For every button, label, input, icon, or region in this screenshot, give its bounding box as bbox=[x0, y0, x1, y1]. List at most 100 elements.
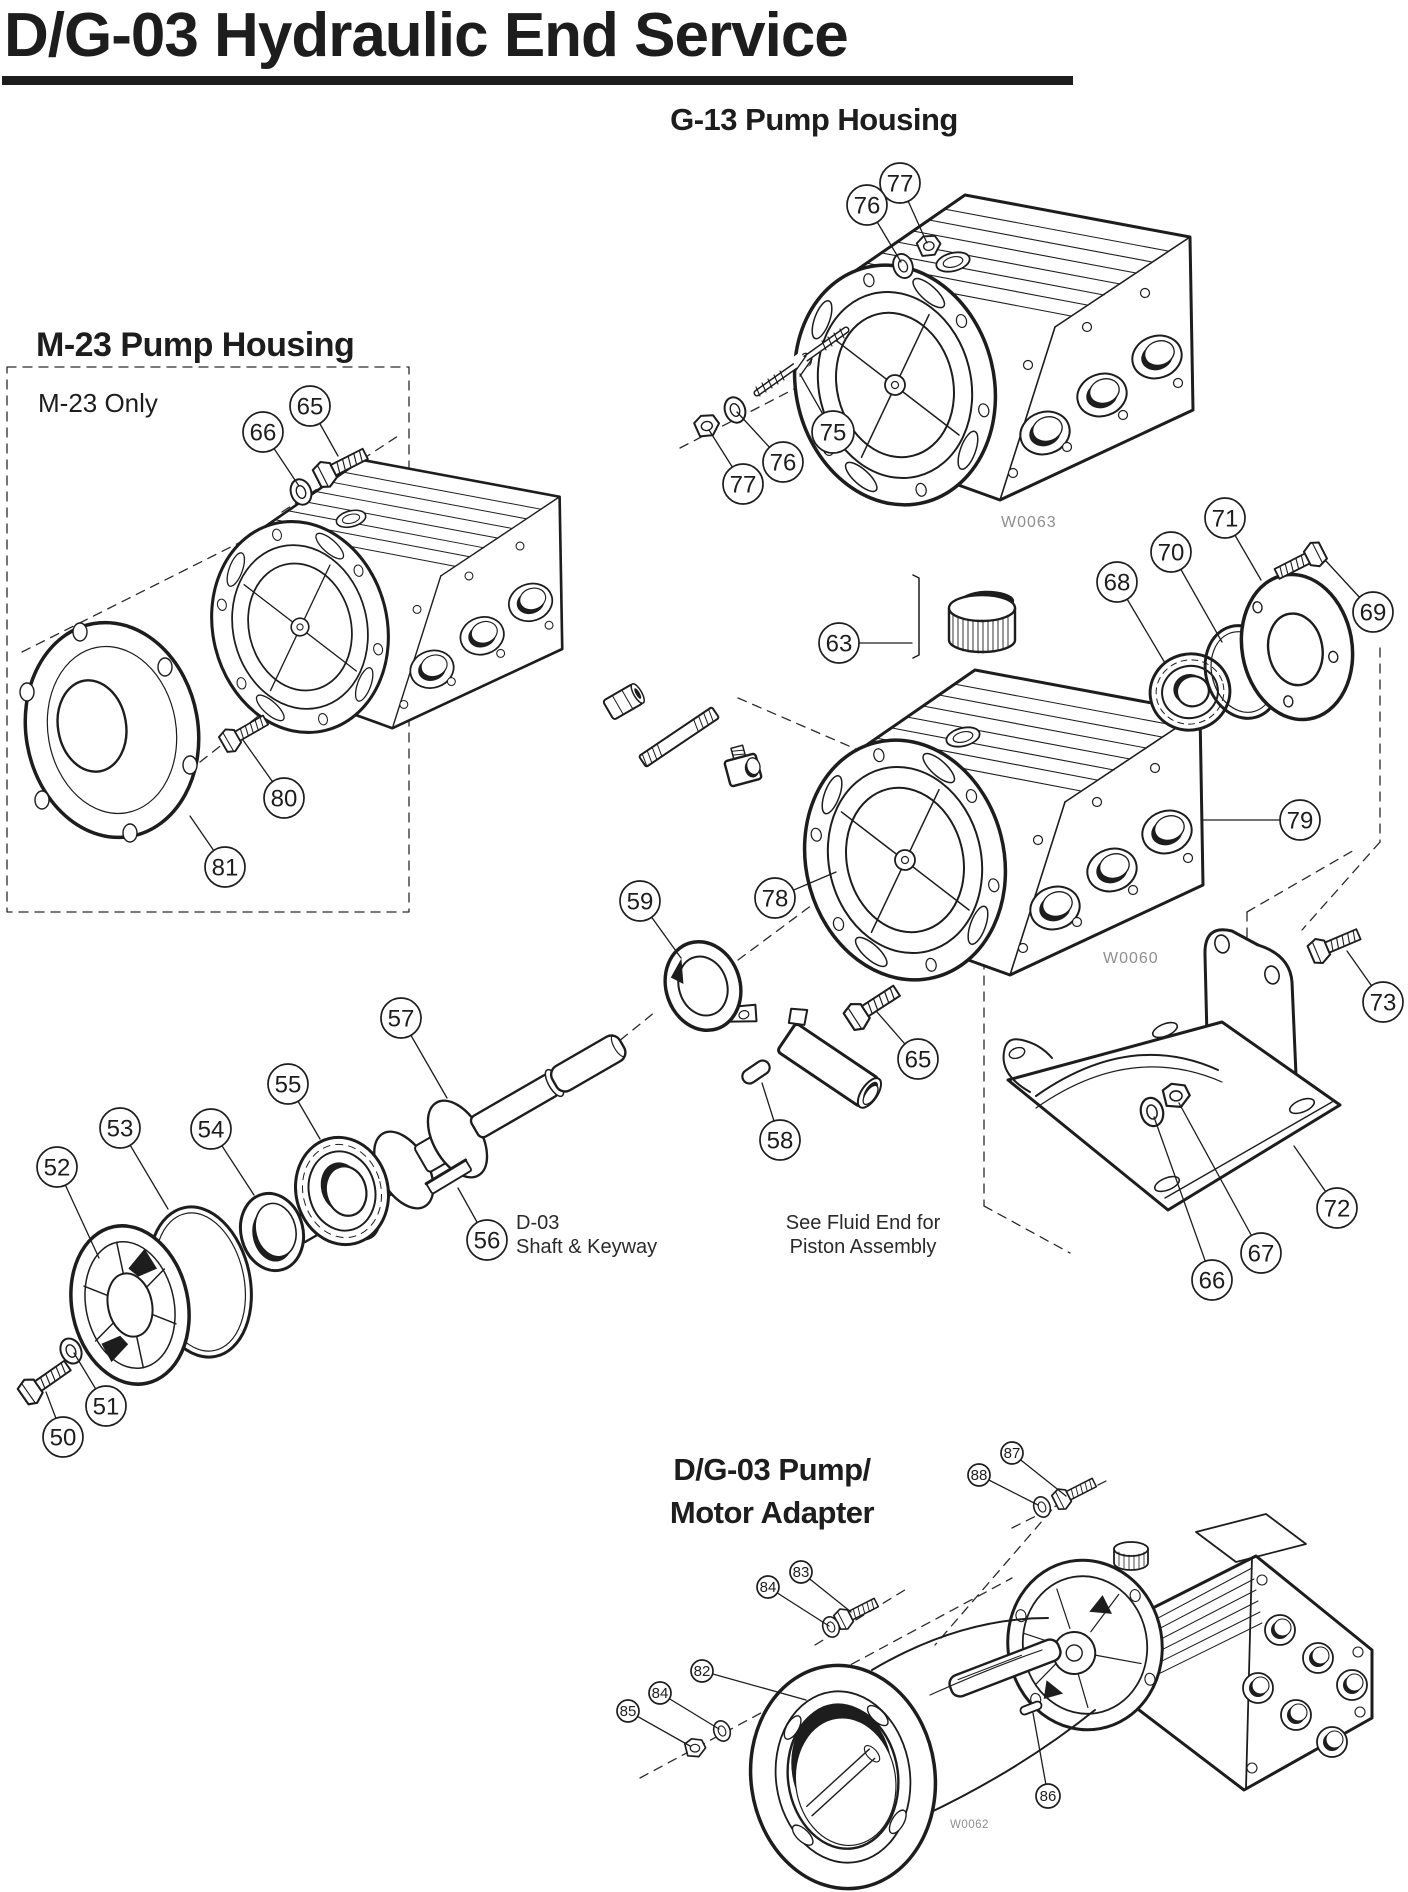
callout-85: 85 bbox=[616, 1699, 640, 1723]
callout-55: 55 bbox=[267, 1063, 309, 1105]
g13-section-heading: G-13 Pump Housing bbox=[670, 102, 958, 137]
callout-number-85: 85 bbox=[620, 1703, 637, 1720]
callout-number-52: 52 bbox=[44, 1155, 71, 1182]
callout-number-53: 53 bbox=[107, 1116, 134, 1143]
callout-58: 58 bbox=[759, 1119, 801, 1161]
callout-84: 84 bbox=[648, 1681, 672, 1705]
bolt-87 bbox=[1049, 1472, 1100, 1513]
callout-75: 75 bbox=[811, 410, 855, 454]
callout-number-84: 84 bbox=[760, 1579, 777, 1596]
bolt-50 bbox=[14, 1353, 77, 1409]
callout-layer: 7776757677636870716978796573726766595758… bbox=[36, 162, 1404, 1809]
bearing-drawing-68 bbox=[1148, 652, 1232, 732]
callout-76: 76 bbox=[762, 441, 804, 483]
bearing-drawing-55 bbox=[293, 1135, 391, 1247]
g13-pump-housing-drawing bbox=[767, 193, 1195, 529]
callout-number-70: 70 bbox=[1158, 540, 1185, 567]
callout-number-63: 63 bbox=[826, 631, 853, 658]
callout-leader-85 bbox=[627, 1710, 691, 1747]
fitting-fasteners-60-62 bbox=[602, 683, 763, 788]
bolt-65-g03 bbox=[840, 978, 906, 1035]
callout-87: 87 bbox=[1000, 1441, 1024, 1465]
callout-81: 81 bbox=[204, 846, 246, 888]
fluid-end-note-line1: See Fluid End for bbox=[785, 1212, 941, 1234]
shaft-keyway-label-line1: D-03 bbox=[516, 1212, 560, 1234]
callout-number-72: 72 bbox=[1324, 1196, 1351, 1223]
callout-66: 66 bbox=[242, 411, 284, 453]
callout-57: 57 bbox=[380, 997, 422, 1039]
callout-80: 80 bbox=[263, 777, 305, 819]
callout-number-66: 66 bbox=[1199, 1268, 1226, 1295]
fluid-end-note-line2: Piston Assembly bbox=[789, 1236, 937, 1258]
callout-leader-86 bbox=[1032, 1712, 1049, 1797]
figure-code-w0063: W0063 bbox=[1001, 514, 1057, 531]
callout-73: 73 bbox=[1362, 981, 1404, 1023]
callout-66: 66 bbox=[1191, 1259, 1233, 1301]
m23-adapter-flange-drawing bbox=[19, 620, 201, 843]
callout-number-65: 65 bbox=[905, 1047, 932, 1074]
callout-number-58: 58 bbox=[767, 1128, 794, 1155]
callout-leader-66 bbox=[1153, 1116, 1213, 1281]
bolt-80 bbox=[216, 708, 273, 756]
callout-59: 59 bbox=[619, 880, 661, 922]
piston-pin-drawing-58 bbox=[741, 1059, 771, 1085]
callout-number-51: 51 bbox=[93, 1394, 120, 1421]
callout-67: 67 bbox=[1240, 1232, 1282, 1274]
g13-fasteners bbox=[692, 232, 944, 439]
nipple-62 bbox=[723, 744, 763, 788]
washer-84-bottom bbox=[710, 1717, 734, 1745]
callout-number-65: 65 bbox=[297, 394, 324, 421]
callout-53: 53 bbox=[99, 1107, 141, 1149]
callout-number-54: 54 bbox=[198, 1117, 225, 1144]
callout-51: 51 bbox=[85, 1385, 127, 1427]
m23-only-note: M-23 Only bbox=[38, 388, 158, 418]
callout-number-82: 82 bbox=[694, 1663, 711, 1680]
callout-76: 76 bbox=[846, 184, 888, 226]
page-title: D/G-03 Hydraulic End Service bbox=[4, 1, 849, 70]
callout-63: 63 bbox=[818, 622, 860, 664]
callout-72: 72 bbox=[1316, 1187, 1358, 1229]
callout-69: 69 bbox=[1352, 591, 1394, 633]
bell-housing-drawing-82 bbox=[748, 1617, 1096, 1891]
nut-77-left bbox=[692, 412, 722, 439]
oil-fill-cap-drawing bbox=[912, 574, 1017, 695]
seal-drawing-54 bbox=[238, 1191, 306, 1273]
callout-number-88: 88 bbox=[971, 1467, 988, 1484]
callout-54: 54 bbox=[190, 1108, 232, 1150]
piston-sleeve-drawing bbox=[777, 1007, 883, 1109]
shaft-keyway-label-line2: Shaft & Keyway bbox=[516, 1236, 658, 1258]
callout-78: 78 bbox=[754, 877, 796, 919]
callout-71: 71 bbox=[1204, 497, 1246, 539]
callout-number-75: 75 bbox=[820, 420, 847, 447]
title-rule bbox=[2, 76, 1073, 85]
callout-65: 65 bbox=[897, 1038, 939, 1080]
callout-leader-82 bbox=[701, 1670, 807, 1701]
callout-number-76: 76 bbox=[854, 193, 881, 220]
callout-number-69: 69 bbox=[1360, 600, 1387, 627]
callout-number-68: 68 bbox=[1104, 570, 1131, 597]
callout-number-66: 66 bbox=[250, 420, 277, 447]
callout-number-84: 84 bbox=[652, 1685, 669, 1702]
callout-52: 52 bbox=[36, 1146, 78, 1188]
callout-number-87: 87 bbox=[1004, 1445, 1021, 1462]
nut-85 bbox=[683, 1737, 707, 1758]
callout-50: 50 bbox=[42, 1416, 84, 1458]
callout-number-76: 76 bbox=[770, 450, 797, 477]
callout-number-77: 77 bbox=[730, 472, 757, 499]
callout-86: 86 bbox=[1035, 1783, 1061, 1809]
bearing-cover-drawing-71 bbox=[1239, 572, 1355, 722]
callout-number-71: 71 bbox=[1212, 506, 1239, 533]
adapter-section-heading-line1: D/G-03 Pump/ bbox=[673, 1452, 871, 1487]
callout-number-83: 83 bbox=[793, 1564, 810, 1581]
callout-number-67: 67 bbox=[1248, 1241, 1275, 1268]
stud-75 bbox=[753, 326, 850, 397]
adapter-section-heading-line2: Motor Adapter bbox=[669, 1495, 875, 1530]
motor-pump-drawing bbox=[948, 1513, 1374, 1792]
callout-number-59: 59 bbox=[627, 889, 654, 916]
callout-number-79: 79 bbox=[1287, 808, 1314, 835]
callout-number-78: 78 bbox=[762, 886, 789, 913]
bolt-73 bbox=[1305, 921, 1365, 967]
callout-68: 68 bbox=[1096, 561, 1138, 603]
callout-77: 77 bbox=[879, 162, 921, 204]
callout-56: 56 bbox=[466, 1219, 508, 1261]
